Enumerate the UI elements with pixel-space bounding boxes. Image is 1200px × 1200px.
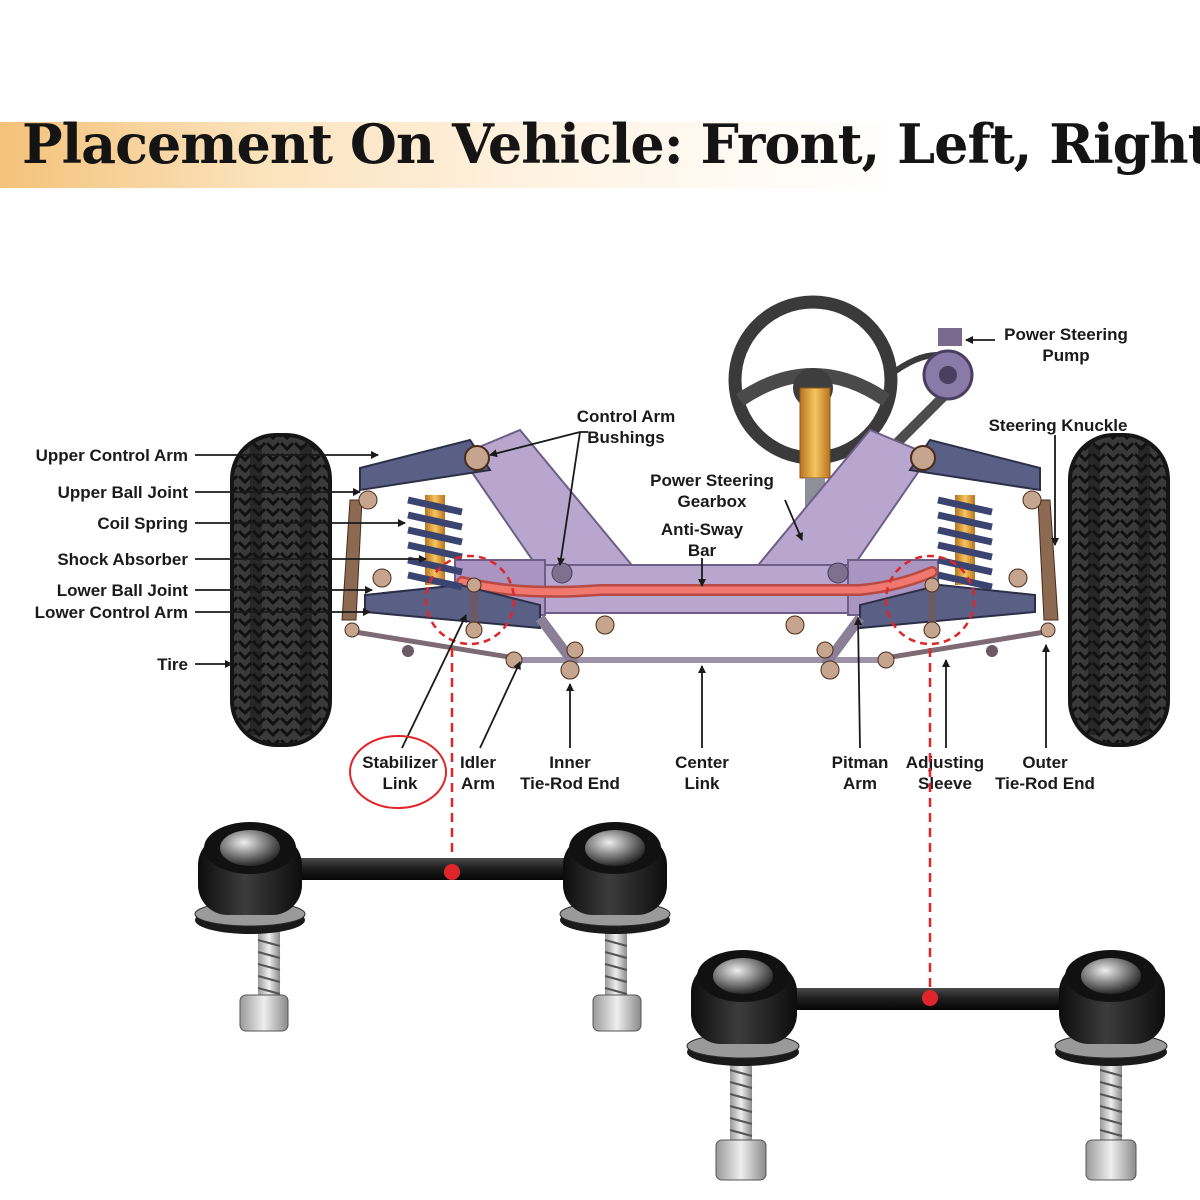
label-inner-tie-rod-end-2: Tie-Rod End (520, 774, 620, 793)
stabilizer-link-product-right (686, 950, 1168, 1181)
label-adjusting-sleeve-2: Sleeve (918, 774, 972, 793)
label-idler-arm-1: Idler (460, 753, 496, 772)
title-highlight-band (0, 122, 1200, 188)
lower-control-arm-right (859, 583, 1036, 630)
label-inner-tie-rod-end-1: Inner (549, 753, 591, 772)
label-stabilizer-link-2: Link (383, 774, 418, 793)
highlight-circle-right (884, 554, 976, 646)
upper-control-arm-left (359, 438, 492, 492)
label-outer-tie-rod-end-1: Outer (1022, 753, 1068, 772)
steering-knuckle-right (1037, 499, 1059, 621)
label-tire: Tire (157, 655, 188, 674)
steering-knuckle-left (341, 499, 363, 621)
label-idler-arm-2: Arm (461, 774, 495, 793)
marker-dot-left (444, 864, 460, 880)
label-steering-knuckle: Steering Knuckle (989, 416, 1128, 435)
coil-spring-right (937, 495, 993, 591)
stabilizer-link-diagram-left (465, 577, 483, 639)
coil-spring-left (407, 495, 463, 591)
label-adjusting-sleeve-1: Adjusting (906, 753, 984, 772)
tire-right (1068, 433, 1170, 747)
label-center-link-2: Link (685, 774, 720, 793)
upper-control-arm-right (908, 438, 1041, 492)
upper-ball-joint (358, 490, 378, 510)
label-anti-sway-bar-1: Anti-Sway (661, 520, 744, 539)
label-anti-sway-bar-2: Bar (688, 541, 717, 560)
label-pitman-arm-1: Pitman (832, 753, 889, 772)
label-power-steering-gearbox-2: Gearbox (678, 492, 748, 511)
stabilizer-link-label-circle (349, 735, 447, 809)
label-stabilizer-link-1: Stabilizer (362, 753, 438, 772)
steering-linkage (344, 615, 1056, 680)
label-power-steering-pump-1: Power Steering (1004, 325, 1128, 344)
label-center-link-1: Center (675, 753, 729, 772)
label-control-arm-bushings-1: Control Arm (577, 407, 676, 426)
label-shock-absorber: Shock Absorber (57, 550, 188, 569)
lower-ball-joint (372, 568, 392, 588)
label-lower-control-arm: Lower Control Arm (35, 603, 188, 622)
stabilizer-link-diagram-right (923, 577, 941, 639)
label-upper-ball-joint: Upper Ball Joint (58, 483, 189, 502)
stabilizer-link-product-left (194, 822, 671, 1032)
highlight-circle-left (424, 554, 516, 646)
label-power-steering-gearbox-1: Power Steering (650, 471, 774, 490)
label-control-arm-bushings-2: Bushings (587, 428, 664, 447)
callout-lines (195, 336, 1059, 749)
label-upper-control-arm: Upper Control Arm (36, 446, 188, 465)
label-lower-ball-joint: Lower Ball Joint (57, 581, 189, 600)
marker-dot-right (922, 990, 938, 1006)
label-pitman-arm-2: Arm (843, 774, 877, 793)
label-outer-tie-rod-end-2: Tie-Rod End (995, 774, 1095, 793)
label-power-steering-pump-2: Pump (1042, 346, 1089, 365)
label-coil-spring: Coil Spring (97, 514, 188, 533)
page-title: Placement On Vehicle: Front, Left, Right (22, 112, 1200, 176)
